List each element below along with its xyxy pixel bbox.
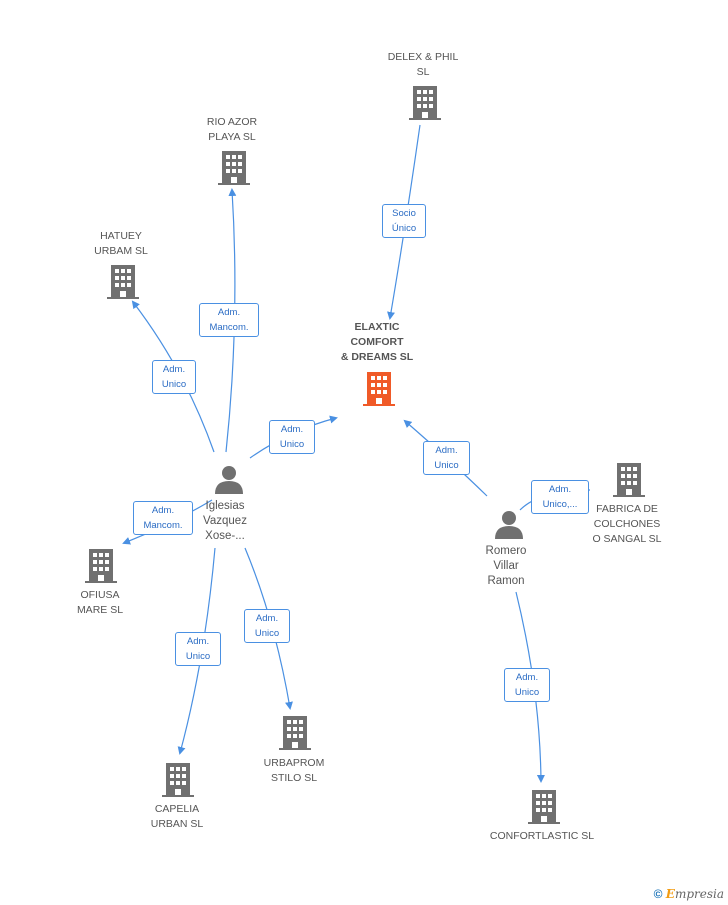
relation-badge-adm-unico-etc[interactable]: Adm. Unico,... [531, 480, 589, 514]
building-icon[interactable] [613, 463, 645, 497]
company-label-fabrica: FABRICA DE COLCHONES O SANGAL SL [592, 503, 662, 545]
company-label-confortlastic: CONFORTLASTIC SL [489, 830, 595, 842]
relation-badge-adm-unico[interactable]: Adm. Unico [504, 668, 550, 702]
company-label-hatuey: HATUEY URBAM SL [94, 230, 148, 257]
relation-badge-adm-unico[interactable]: Adm. Unico [244, 609, 290, 643]
company-label-ofiusa: OFIUSA MARE SL [76, 589, 124, 616]
building-icon[interactable] [279, 716, 311, 750]
building-icon[interactable] [107, 265, 139, 299]
company-label-elaxtic: ELAXTIC COMFORT & DREAMS SL [340, 321, 414, 363]
company-label-delex: DELEX & PHIL SL [387, 51, 459, 78]
relation-badge-socio-unico[interactable]: Socio Único [382, 204, 426, 238]
building-icon[interactable] [162, 763, 194, 797]
brand-logo[interactable]: Empresia [665, 887, 724, 901]
person-icon[interactable] [494, 509, 524, 539]
person-icon[interactable] [214, 464, 244, 494]
building-icon[interactable] [85, 549, 117, 583]
company-label-capelia: CAPELIA URBAN SL [150, 803, 204, 830]
building-icon[interactable] [218, 151, 250, 185]
building-icon[interactable] [363, 372, 395, 406]
person-label-iglesias: Iglesias Vazquez Xose-... [203, 500, 247, 542]
relation-badge-adm-unico[interactable]: Adm. Unico [423, 441, 470, 475]
person-label-romero: Romero Villar Ramon [485, 545, 527, 587]
relation-badge-adm-unico[interactable]: Adm. Unico [269, 420, 315, 454]
building-icon[interactable] [409, 86, 441, 120]
company-label-rio-azor: RIO AZOR PLAYA SL [206, 116, 258, 143]
building-icon[interactable] [528, 790, 560, 824]
brand-footer: © Empresia [654, 887, 724, 901]
relation-badge-adm-unico[interactable]: Adm. Unico [152, 360, 196, 394]
copyright-symbol: © [653, 887, 663, 901]
relation-badge-adm-mancom[interactable]: Adm. Mancom. [199, 303, 259, 337]
relation-badge-adm-unico[interactable]: Adm. Unico [175, 632, 221, 666]
company-label-urbaprom: URBAPROM STILO SL [263, 757, 325, 784]
relation-badge-adm-mancom[interactable]: Adm. Mancom. [133, 501, 193, 535]
